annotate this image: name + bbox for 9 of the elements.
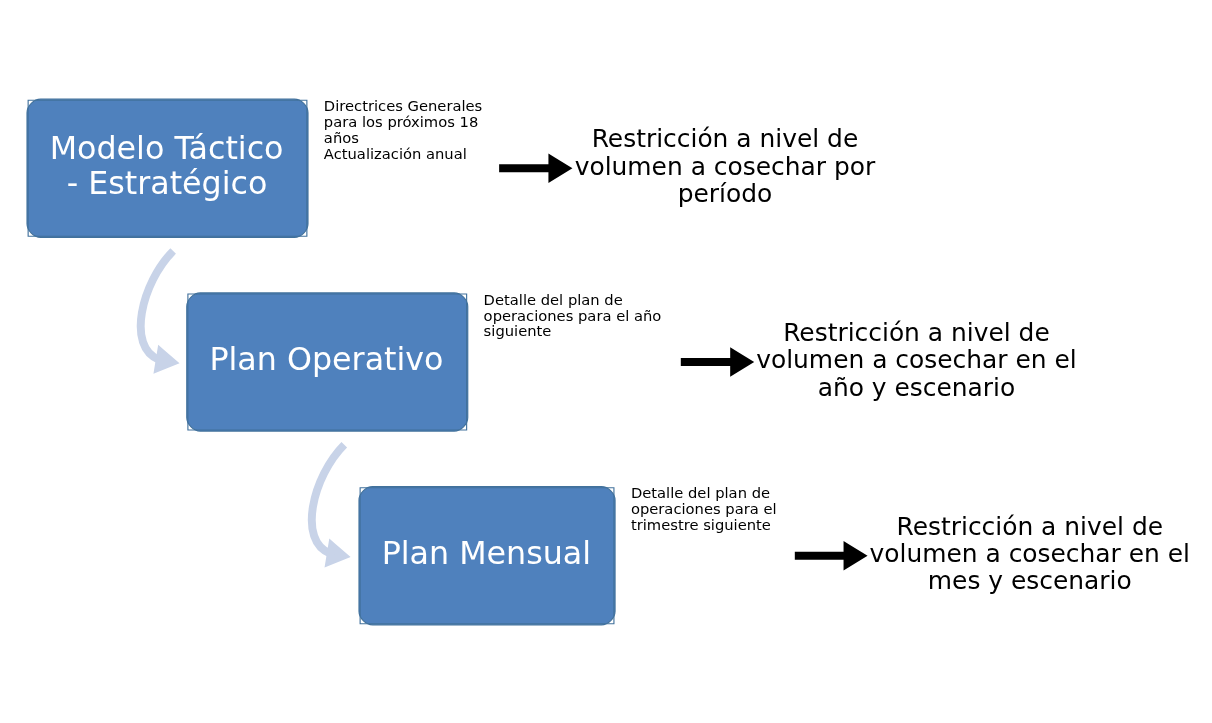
node-label: Actualización anual <box>323 144 467 161</box>
arrow <box>307 441 351 568</box>
node-label: Directrices Generales para los próximos 18 años <box>323 96 483 146</box>
arrow <box>136 247 180 374</box>
node-text: Restricción a nivel de volumen a cosechar por período <box>574 123 876 208</box>
node-label: Detalle del plan de operaciones para el año siguiente <box>483 290 662 339</box>
node-text: Restricción a nivel de volumen a cosechar en el mes y escenario <box>869 511 1191 595</box>
node-text: Restricción a nivel de volumen a cosechar en el año y escenario <box>756 317 1077 402</box>
node-label: Detalle del plan de operaciones para el trimestre siguiente <box>630 483 777 533</box>
